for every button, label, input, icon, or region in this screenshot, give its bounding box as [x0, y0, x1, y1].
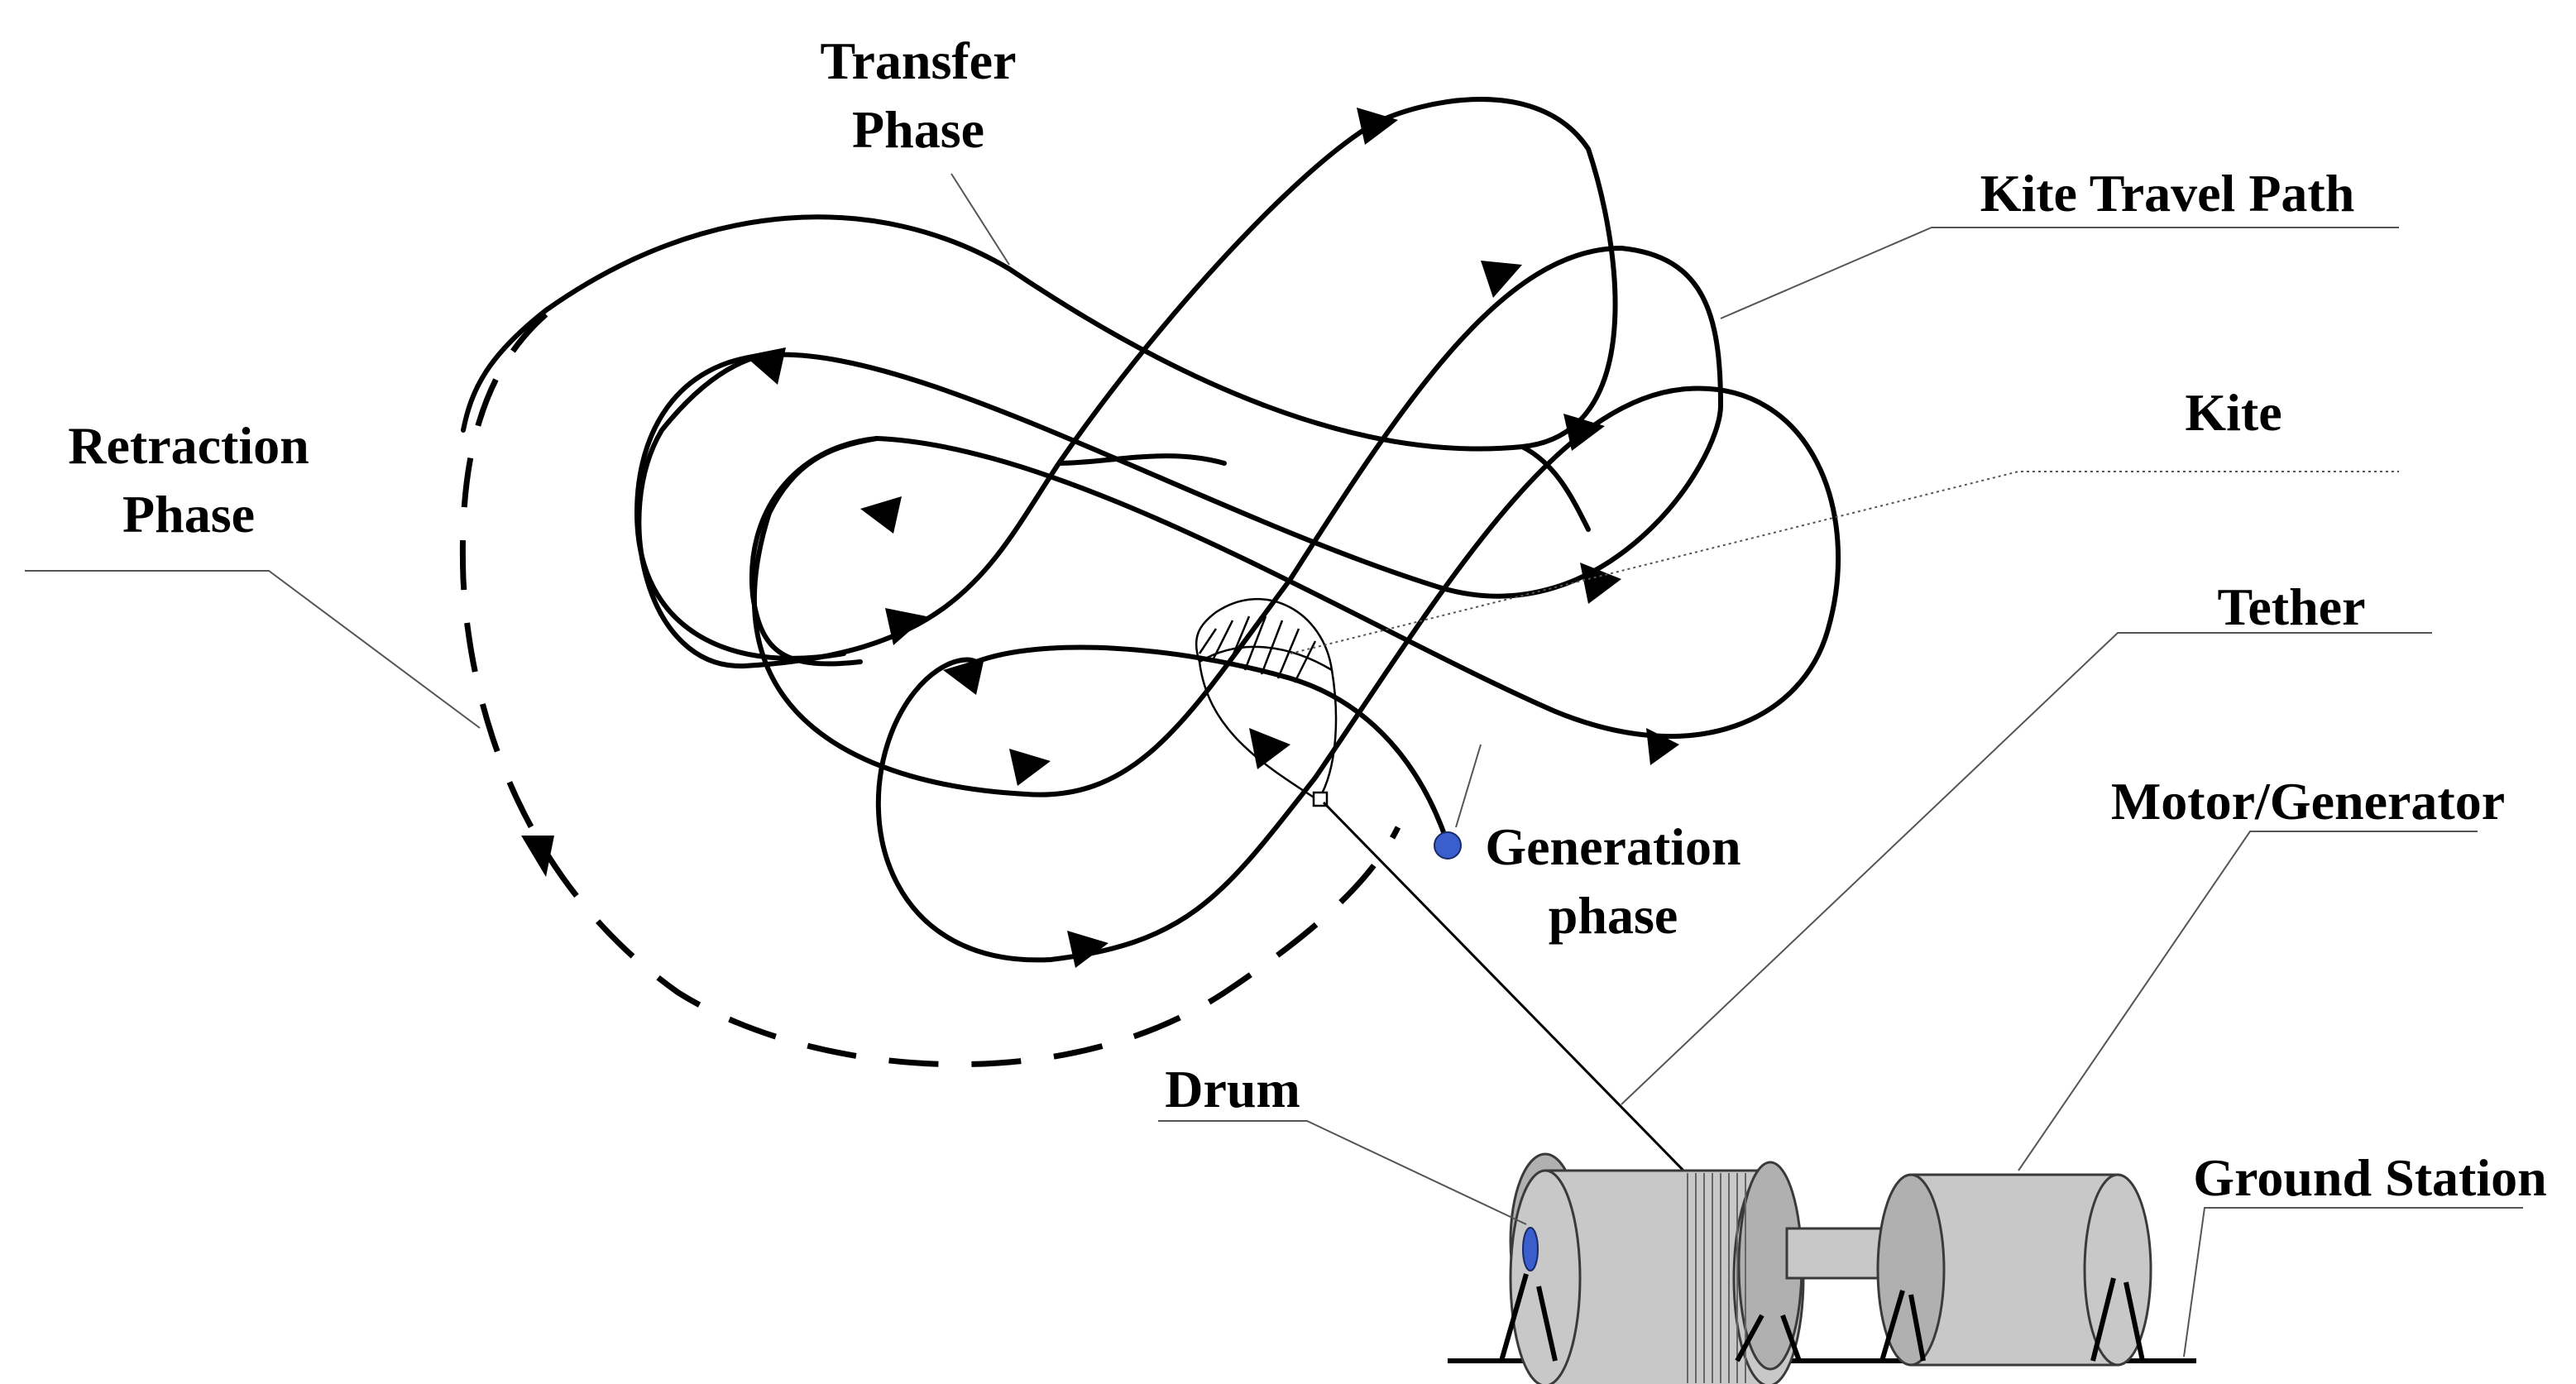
- drum-axle-icon: [1522, 1227, 1539, 1271]
- arrow-icon: [1067, 931, 1108, 968]
- arrow-icon: [1481, 261, 1522, 298]
- label-transfer-phase-2: Phase: [852, 100, 984, 159]
- label-transfer-phase-1: Transfer: [821, 31, 1017, 90]
- arrow-icon: [860, 496, 902, 534]
- arrow-icon: [745, 347, 786, 385]
- arrow-icon: [1249, 728, 1290, 769]
- arrow-icon: [1009, 749, 1051, 786]
- tether-line: [1322, 801, 1689, 1176]
- label-kite: Kite: [2185, 383, 2282, 442]
- ground-station: [1448, 1152, 2196, 1384]
- label-retraction-phase-2: Phase: [122, 485, 255, 544]
- label-drum: Drum: [1165, 1060, 1300, 1118]
- kite-travel-path: [461, 97, 1841, 963]
- arrow-icon: [885, 608, 926, 645]
- label-generation-phase-2: phase: [1549, 886, 1678, 945]
- direction-arrows: [521, 108, 1679, 968]
- arrow-icon: [1357, 108, 1398, 145]
- arrow-icon: [943, 658, 984, 695]
- label-kite-travel-path: Kite Travel Path: [1980, 164, 2355, 223]
- label-motor-generator: Motor/Generator: [2111, 772, 2505, 831]
- label-retraction-phase-1: Retraction: [68, 416, 309, 475]
- arrow-icon: [521, 836, 554, 877]
- kite: [1195, 597, 1338, 807]
- label-ground-station: Ground Station: [2193, 1148, 2546, 1207]
- label-tether: Tether: [2218, 577, 2366, 636]
- leader-lines: [25, 173, 2523, 1358]
- arrow-icon: [1563, 414, 1605, 451]
- generation-marker-icon: [1434, 831, 1462, 860]
- arrow-icon: [1580, 563, 1621, 604]
- retraction-path: [459, 312, 1401, 1068]
- arrow-icon: [1646, 728, 1679, 765]
- label-generation-phase-1: Generation: [1485, 817, 1740, 876]
